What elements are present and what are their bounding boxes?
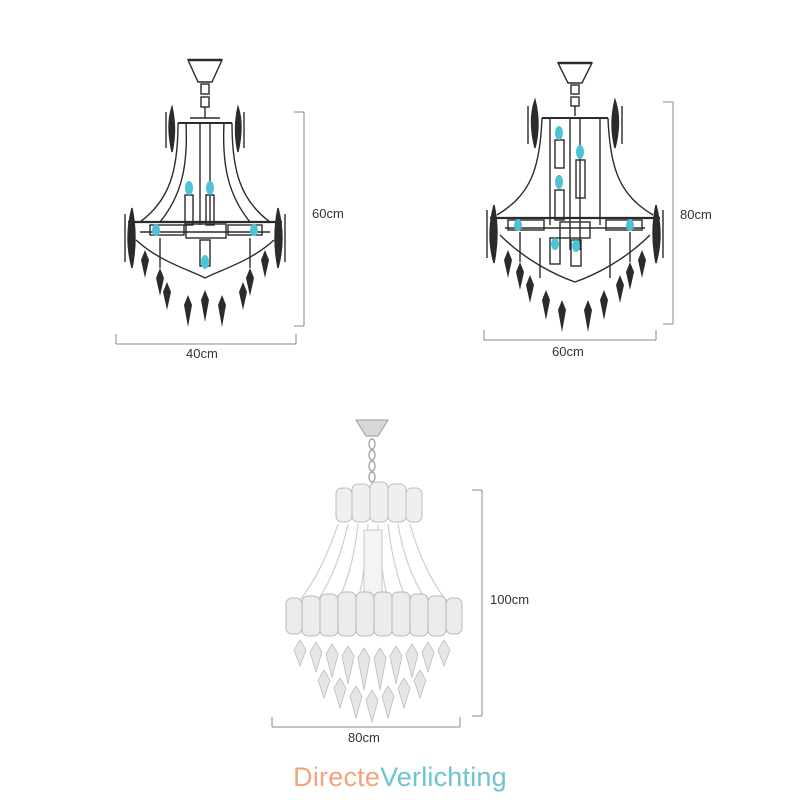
medium-height-label: 80cm	[680, 207, 712, 222]
large-chandelier-illustration	[285, 419, 463, 724]
brand-logo-part1: Directe	[293, 762, 381, 792]
small-width-label: 40cm	[186, 346, 218, 361]
brand-logo-part2: Verlichting	[380, 762, 507, 792]
medium-dimension-lines	[483, 101, 674, 341]
large-width-label: 80cm	[348, 730, 380, 745]
small-chandelier-drawing	[124, 58, 286, 327]
brand-logo: DirecteVerlichting	[0, 762, 800, 793]
large-height-label: 100cm	[490, 592, 530, 607]
small-dimension-lines	[115, 111, 305, 345]
medium-chandelier-drawing	[486, 61, 664, 332]
small-height-label: 60cm	[312, 206, 344, 221]
large-dimension-lines	[271, 489, 483, 728]
medium-width-label: 60cm	[552, 344, 584, 359]
